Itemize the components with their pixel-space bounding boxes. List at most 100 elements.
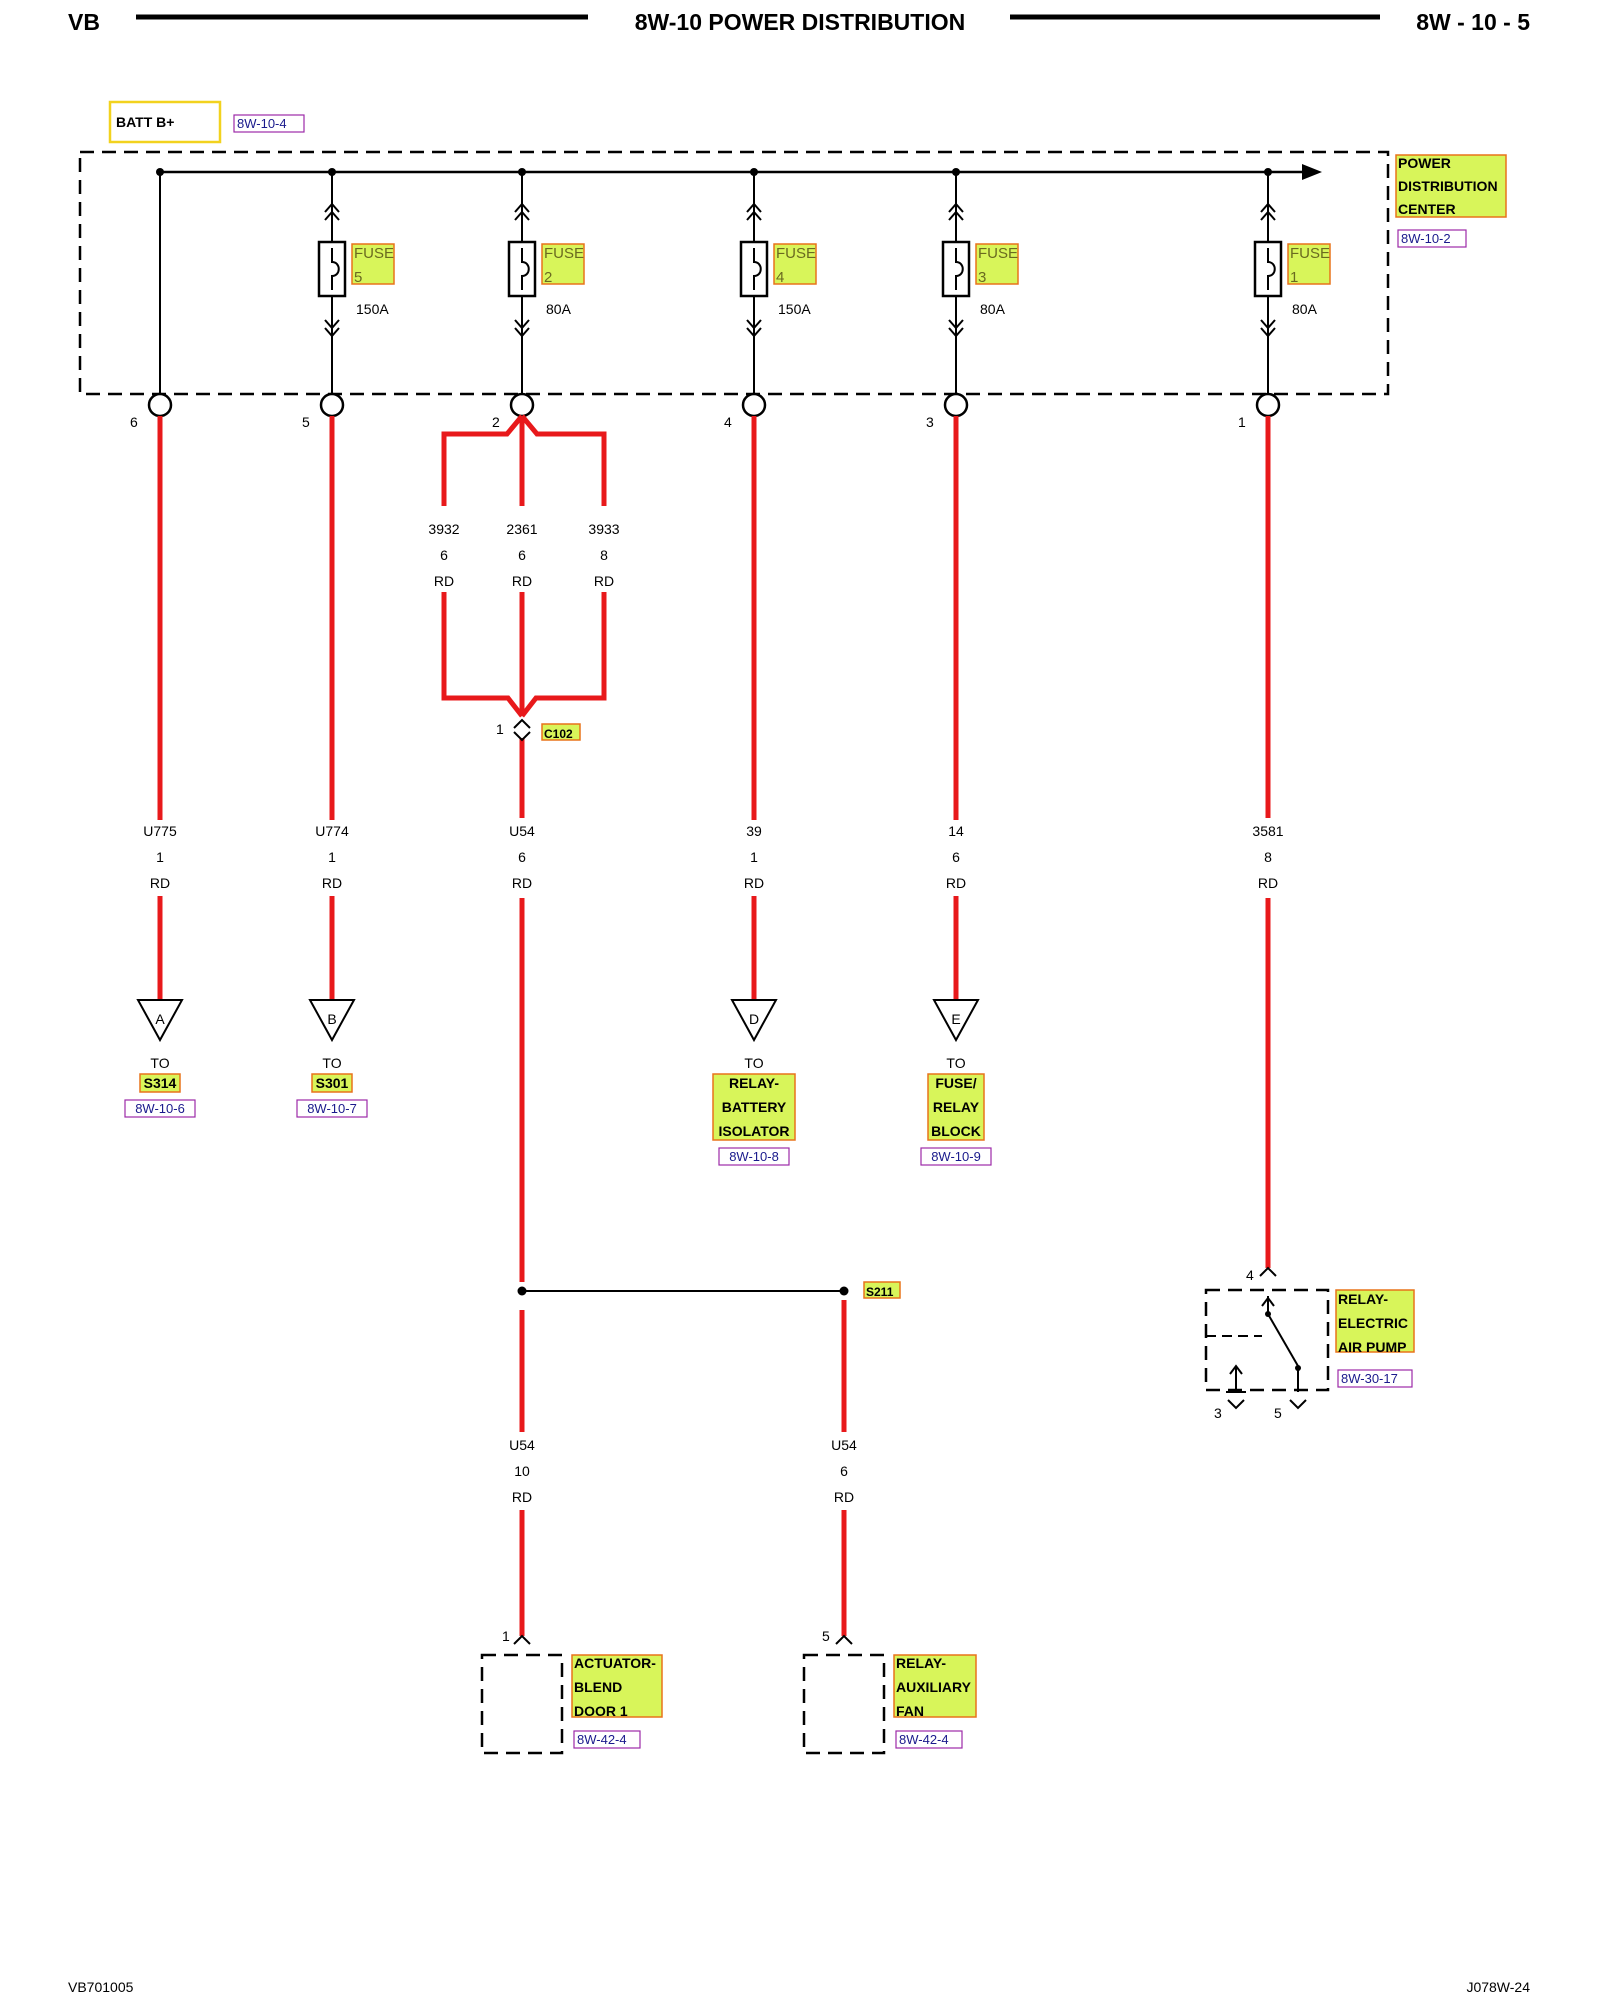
connector-chevron-down <box>513 731 531 742</box>
component-pin: 1 <box>502 1628 510 1644</box>
page-footer: VB701005 J078W-24 <box>68 1979 1530 1995</box>
offpage-dest: RELAY <box>933 1099 980 1115</box>
splice-wire-labels: 3932 6 RD 2361 6 RD 3933 8 RD <box>428 521 619 589</box>
wire-label-circuit: U54 <box>509 1437 535 1453</box>
fuse-number: 4 <box>776 269 784 286</box>
connector-c102: 1 C102 <box>496 718 581 742</box>
offpage-ref[interactable]: 8W-10-7 <box>307 1101 357 1116</box>
wire-label-color: RD <box>594 573 614 589</box>
fuse-label: FUSE <box>1290 245 1330 262</box>
offpage-ref-box <box>718 1147 790 1166</box>
component-label-box <box>893 1654 977 1718</box>
pdc-label-line-1: POWER <box>1398 155 1451 171</box>
label-gap <box>292 820 372 896</box>
fuse-chevron <box>746 210 762 221</box>
fuse-chevron <box>746 327 762 338</box>
fuse-label: FUSE <box>978 245 1018 262</box>
relay-pin-a: 3 <box>1214 1405 1222 1421</box>
wire-label-color: RD <box>322 875 342 891</box>
fuse-chevron <box>746 202 762 213</box>
offpage-ref[interactable]: 8W-10-6 <box>135 1101 185 1116</box>
wire-label-gauge: 1 <box>328 849 336 865</box>
pdc-pin-number: 6 <box>130 414 138 430</box>
fuse-rating: 80A <box>1292 301 1318 317</box>
pdc-pin-circle <box>741 392 767 418</box>
wire-label-circuit: 3932 <box>428 521 459 537</box>
wire-label-gauge: 6 <box>518 849 526 865</box>
fuse-label: FUSE <box>354 245 394 262</box>
relay-label-box <box>1335 1289 1415 1353</box>
wire-label-color: RD <box>434 573 454 589</box>
wire-label-gauge: 6 <box>840 1463 848 1479</box>
fuse-chevron <box>324 327 340 338</box>
pdc-pin-circle <box>509 392 535 418</box>
page-header: VB 8W-10 POWER DISTRIBUTION 8W - 10 - 5 <box>68 9 1530 35</box>
fuse-group: FUSE5150AFUSE280AFUSE4150AFUSE380AFUSE18… <box>317 168 1331 395</box>
fuse-label-box <box>773 243 817 285</box>
pdc-ref-box <box>1397 229 1467 248</box>
wire-label-gauge: 1 <box>156 849 164 865</box>
fuse-element <box>753 248 762 290</box>
batt-ref[interactable]: 8W-10-4 <box>237 116 287 131</box>
offpage-ref-box <box>124 1099 196 1118</box>
component-ref-box <box>573 1730 641 1749</box>
wire-label-color: RD <box>946 875 966 891</box>
label-gap <box>1228 820 1308 896</box>
pdc-pin-circle <box>147 392 173 418</box>
label-gap <box>714 820 794 896</box>
lower-wire-labels: U54 10 RD U54 6 RD <box>509 1437 857 1505</box>
connector-chevron-down <box>1289 1399 1307 1410</box>
offpage-to: TO <box>322 1055 341 1071</box>
bus-arrow <box>1302 164 1322 180</box>
fuse-element <box>331 248 340 290</box>
pdc-pin-circle <box>943 392 969 418</box>
offpage-ref[interactable]: 8W-10-8 <box>729 1149 779 1164</box>
component-label-line-2: AUXILIARY <box>896 1679 972 1695</box>
wire-label-gauge: 1 <box>750 849 758 865</box>
relay-ref[interactable]: 8W-30-17 <box>1341 1371 1398 1386</box>
wire-label-gauge: 6 <box>440 547 448 563</box>
label-gap <box>120 820 200 896</box>
footer-right: J078W-24 <box>1466 1979 1530 1995</box>
relay-electric-air-pump: 4 3 5 RELAY- ELECTRIC AIR PUMP 8W-30-17 <box>1204 1266 1415 1421</box>
fuse-chevron <box>324 319 340 330</box>
wire-label-circuit: 2361 <box>506 521 537 537</box>
relay-out-a-arrow <box>1229 1364 1243 1375</box>
wire-label-circuit: U774 <box>315 823 349 839</box>
component-outline <box>480 1653 564 1755</box>
wire-runs <box>157 414 1271 1636</box>
pdc-pin-number: 3 <box>926 414 934 430</box>
wire-3932-top <box>441 414 524 506</box>
splice-s211: S211 <box>517 1281 901 1299</box>
fuse-chevron <box>948 319 964 330</box>
power-distribution-center: POWER DISTRIBUTION CENTER 8W-10-2 <box>78 150 1507 396</box>
pdc-ref[interactable]: 8W-10-2 <box>1401 231 1451 246</box>
fuse-element <box>521 248 530 290</box>
fuse-number: 3 <box>978 269 986 286</box>
component-ref[interactable]: 8W-42-4 <box>899 1732 949 1747</box>
offpage-dest: BLOCK <box>931 1123 981 1139</box>
fuse-chevron <box>1260 327 1276 338</box>
offpage-to: TO <box>744 1055 763 1071</box>
offpage-ref[interactable]: 8W-10-9 <box>931 1149 981 1164</box>
fuse-label-box <box>541 243 585 285</box>
offpage-dest: S314 <box>144 1075 177 1091</box>
connector-chevron-down <box>1227 1399 1245 1410</box>
component-label-box <box>571 1654 663 1718</box>
wire-3933-top <box>520 414 607 506</box>
wire-label-gauge: 8 <box>600 547 608 563</box>
offpage-dest-box <box>927 1073 985 1141</box>
component-label-line-2: BLEND <box>574 1679 622 1695</box>
relay-pin-b: 5 <box>1274 1405 1282 1421</box>
bus-node <box>156 168 164 176</box>
offpage-to: TO <box>946 1055 965 1071</box>
component-ref[interactable]: 8W-42-4 <box>577 1732 627 1747</box>
batt-box <box>108 100 222 144</box>
wire-label-circuit: 3933 <box>588 521 619 537</box>
